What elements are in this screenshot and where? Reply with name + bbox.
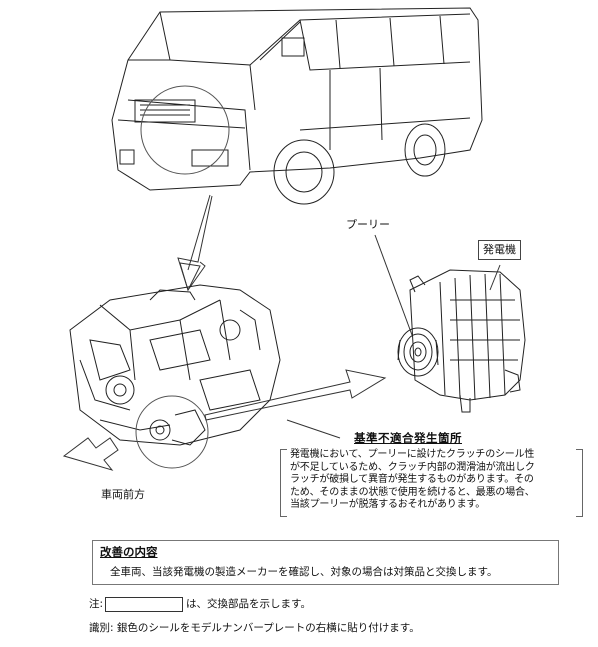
alternator-label: 発電機 <box>478 240 521 260</box>
improvement-box <box>92 540 559 585</box>
identification-note: 識別: 銀色のシールをモデルナンバープレートの右横に貼り付けます。 <box>89 622 420 634</box>
vehicle-front-label: 車両前方 <box>101 488 145 501</box>
replacement-part-swatch <box>105 596 184 612</box>
defect-line: 当該プーリーが脱落するおそれがあります。 <box>290 499 485 511</box>
defect-description: 発電機において、プーリーに設けたクラッチのシール性 が不足しているため、クラッチ… <box>290 449 572 512</box>
improvement-title: 改善の内容 <box>100 545 158 559</box>
recall-illustration <box>62 7 526 471</box>
defect-bracket-right <box>576 449 583 517</box>
engine-drawing <box>69 284 281 469</box>
defect-line: ため、そのままの状態で使用を続けると、最悪の場合、 <box>290 486 535 498</box>
parts-note: 注: は、交換部品を示します。 <box>89 596 311 612</box>
defect-line: が不足しているため、クラッチ内部の潤滑油が流出しク <box>290 461 535 473</box>
defect-line: 発電機において、プーリーに設けたクラッチのシール性 <box>290 449 535 460</box>
note-prefix: 注: <box>89 598 104 610</box>
van-drawing <box>111 7 483 205</box>
defect-location-title: 基準不適合発生箇所 <box>354 431 462 445</box>
note-suffix: は、交換部品を示します。 <box>186 598 311 610</box>
alternator-drawing <box>397 269 526 413</box>
pulley-label: プーリー <box>346 218 390 231</box>
defect-bracket-left <box>280 449 287 517</box>
improvement-body: 全車両、当該発電機の製造メーカーを確認し、対象の場合は対策品と交換します。 <box>110 566 498 578</box>
defect-line: ラッチが破損して異音が発生するものがあります。その <box>290 474 534 486</box>
